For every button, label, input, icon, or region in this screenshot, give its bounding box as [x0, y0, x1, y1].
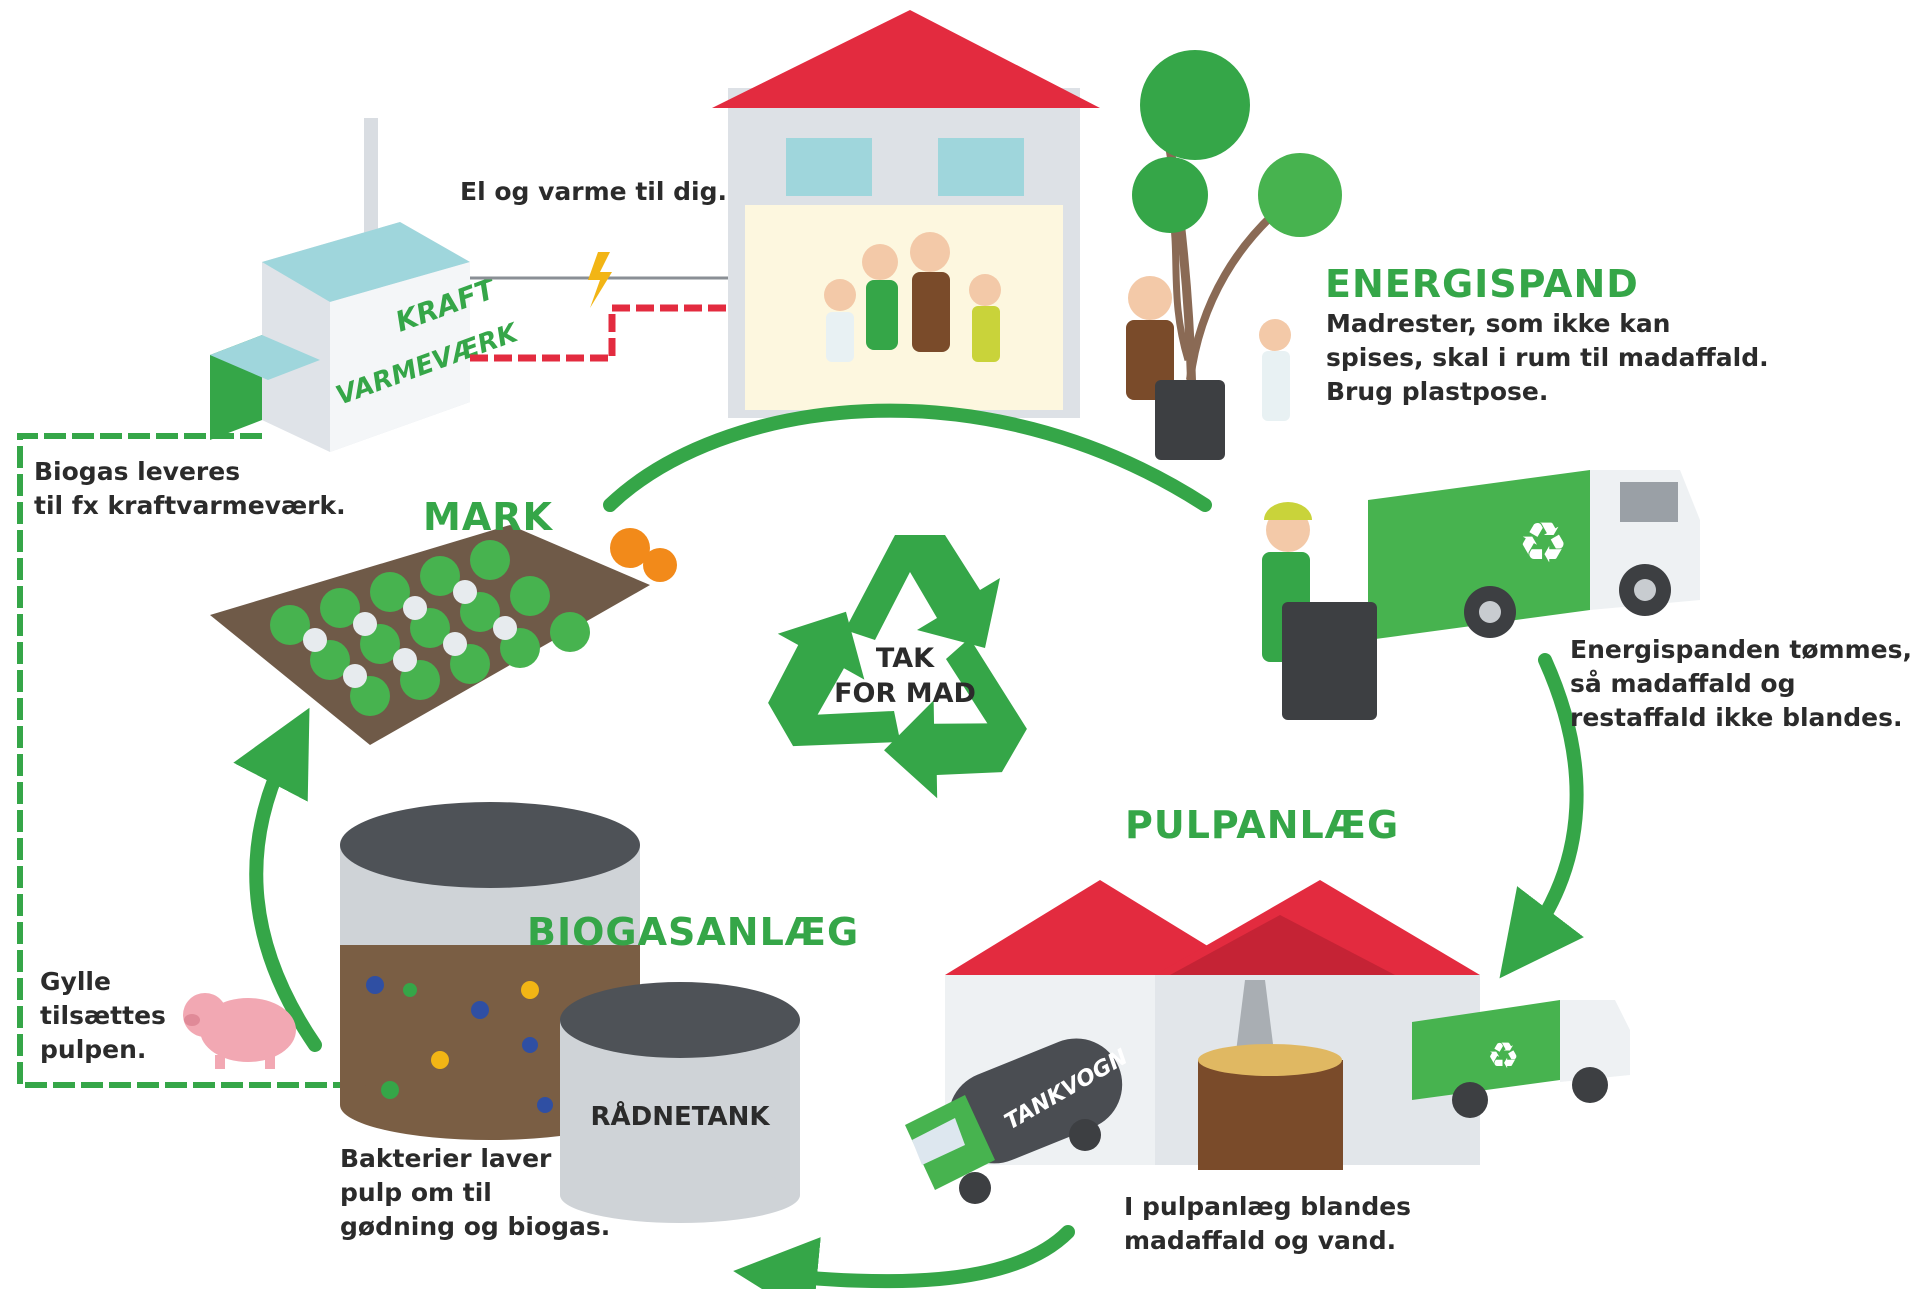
title-biogasanlaeg: BIOGASANLÆG — [527, 910, 860, 954]
pig — [183, 993, 296, 1069]
family — [824, 232, 1001, 362]
trees — [1132, 50, 1342, 401]
title-mark: MARK — [423, 495, 553, 539]
field — [210, 525, 677, 745]
recycle-truck-icon: ♻ — [1518, 511, 1568, 576]
lightning-icon — [588, 252, 612, 308]
small-garbage-truck: ♻ — [1412, 1000, 1630, 1118]
title-energispand: ENERGISPAND — [1325, 262, 1639, 306]
title-pulpanlaeg: PULPANLÆG — [1125, 803, 1400, 847]
caption-el-varme: El og varme til dig. — [460, 177, 727, 206]
caption-energispand: Madrester, som ikke kan spises, skal i r… — [1326, 309, 1769, 406]
raadnetank: RÅDNETANK — [560, 982, 800, 1223]
arrow-left — [233, 707, 322, 1052]
garbage-truck: ♻ — [1262, 470, 1700, 720]
caption-pulpanlaeg: I pulpanlæg blandes madaffald og vand. — [1124, 1192, 1412, 1255]
caption-toemmes: Energispanden tømmes, så madaffald og re… — [1570, 635, 1912, 732]
svg-text:♻: ♻ — [1487, 1036, 1519, 1077]
sign-raadnetank: RÅDNETANK — [591, 1100, 771, 1132]
caption-bakterier: Bakterier laver pulp om til gødning og b… — [340, 1144, 611, 1241]
man-with-bin — [1126, 276, 1291, 460]
arrow-bottom — [733, 1225, 1075, 1289]
caption-biogas: Biogas leveres til fx kraftvarmeværk. — [34, 457, 346, 520]
recycle-icon — [768, 535, 1027, 799]
caption-gylle: Gylle tilsættes pulpen. — [40, 967, 166, 1064]
kraftvarmevaerk: KRAFT VARMEVÆRK — [210, 118, 523, 452]
center-text-line2: FOR MAD — [834, 678, 976, 709]
arrow-right — [1499, 653, 1584, 979]
tanker-truck: TANKVOGN — [905, 1038, 1132, 1204]
biogas-pipe — [17, 433, 340, 1088]
cycle-arrows — [233, 403, 1584, 1289]
bacteria — [366, 976, 553, 1113]
center-text-line1: TAK — [876, 643, 935, 674]
arrow-top — [603, 403, 1212, 512]
house — [712, 10, 1100, 418]
